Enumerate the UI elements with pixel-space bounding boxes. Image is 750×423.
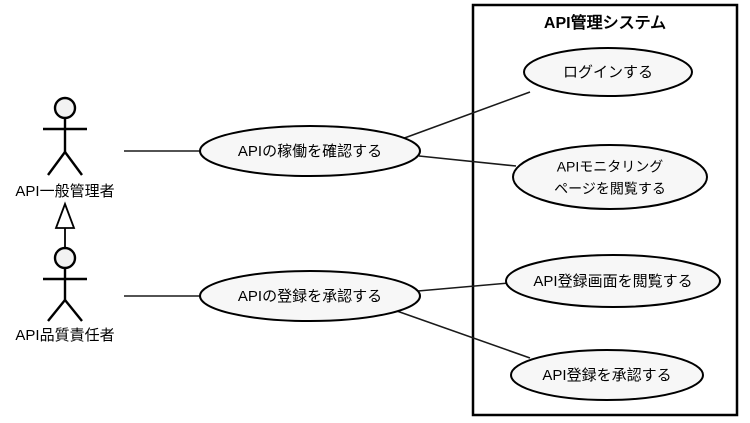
usecase-check-api-operation[interactable]: APIの稼働を確認する: [199, 125, 421, 177]
association-check-operation-to-monitoring-page[interactable]: [418, 155, 517, 167]
actor-api-general-admin[interactable]: API一般管理者: [15, 96, 115, 200]
actor-right-leg-line: [64, 299, 83, 322]
usecase-login[interactable]: ログインする: [523, 47, 693, 97]
actor-head-icon: [53, 96, 77, 120]
usecase-view-api-monitoring-page[interactable]: APIモニタリング ページを閲覧する: [512, 144, 708, 210]
generalization-triangle-icon: [54, 201, 76, 229]
association-approve-outer-to-registration-screen[interactable]: [417, 282, 510, 292]
system-boundary: API管理システム: [471, 3, 739, 417]
usecase-ellipse: [512, 144, 708, 210]
usecase-approve-api-registration[interactable]: API登録を承認する: [510, 349, 704, 401]
association-approve-outer-to-approve-registration[interactable]: [393, 309, 531, 359]
usecase-approve-api-registration-outer[interactable]: APIの登録を承認する: [199, 270, 421, 322]
association-lines: [124, 91, 531, 359]
actor-label-api-quality-manager: API品質責任者: [15, 326, 114, 344]
usecase-label-line2: ページを閲覧する: [554, 181, 666, 197]
actor-api-quality-manager[interactable]: API品質責任者: [15, 246, 115, 344]
usecase-ellipse: [199, 125, 421, 177]
usecase-label: API登録を承認する: [542, 367, 671, 384]
usecase-ellipse: [523, 47, 693, 97]
system-boundary-rect: [471, 3, 739, 417]
system-boundary-title: API管理システム: [544, 13, 666, 32]
association-check-operation-to-login[interactable]: [398, 91, 531, 141]
actor-right-leg-line: [64, 151, 83, 176]
usecase-label: ログインする: [563, 64, 653, 81]
actor-left-leg-line: [47, 151, 66, 176]
usecase-label: APIの稼働を確認する: [238, 143, 382, 160]
usecase-ellipse: [199, 270, 421, 322]
usecase-view-api-registration-screen[interactable]: API登録画面を閲覧する: [505, 254, 721, 308]
actor-left-leg-line: [47, 299, 66, 322]
generalization-arrow[interactable]: [54, 201, 76, 247]
usecase-label-line1: APIモニタリング: [557, 159, 664, 175]
usecase-ellipse: [505, 254, 721, 308]
usecase-ellipse: [510, 349, 704, 401]
usecase-label: APIの登録を承認する: [238, 288, 382, 305]
actor-label-api-general-admin: API一般管理者: [15, 183, 114, 200]
actor-head-icon: [53, 246, 77, 270]
usecase-label: API登録画面を閲覧する: [533, 273, 692, 290]
